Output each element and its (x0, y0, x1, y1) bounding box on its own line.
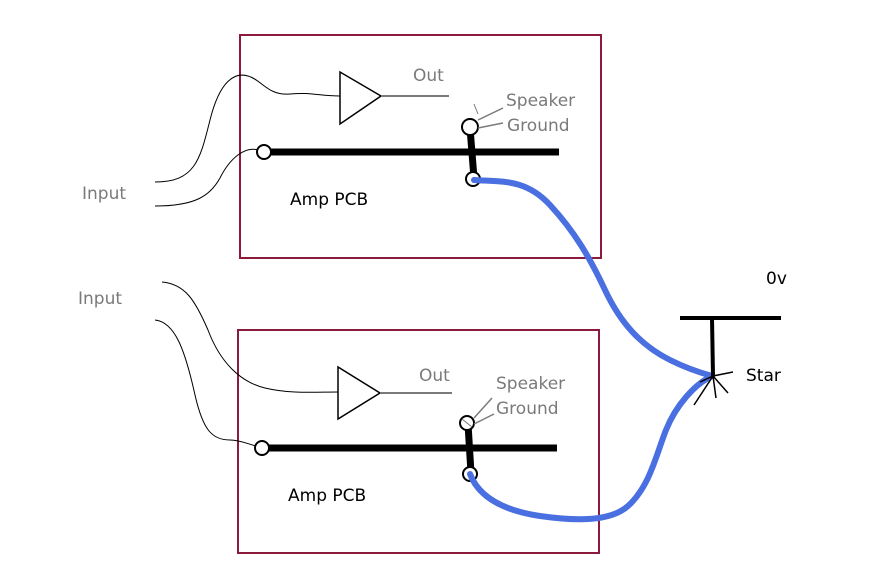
star-label: Star (746, 366, 781, 386)
amp-top-out-label: Out (413, 66, 444, 86)
amp-bottom-speaker-pointer (473, 397, 493, 419)
amp-top-ground-pointer (477, 122, 504, 129)
amp-bottom-input-wire-ground (154, 319, 257, 447)
amp-top-tick (473, 103, 479, 115)
ground-wire-bottom-to-star (467, 373, 715, 523)
amp-bottom-amplifier-symbol (337, 365, 382, 421)
amp-top-input-label: Input (82, 184, 126, 204)
amp-bottom-ground-link (464, 423, 475, 474)
amp-top-input-ground-terminal (256, 144, 272, 160)
amp-bottom-ground-label: Ground (496, 399, 559, 419)
star-post (710, 317, 715, 377)
amp-top-speaker-ground-terminal (461, 118, 479, 136)
amp-bottom-speaker-label: Speaker (496, 374, 565, 394)
amp-bottom-pcb-outline (237, 329, 600, 554)
amp-top-input-wire-ground (154, 148, 259, 207)
amp-bottom-tick (461, 418, 473, 428)
amp-bottom-pcb-label: Amp PCB (288, 486, 366, 506)
amp-bottom-input-wire-signal (161, 281, 339, 393)
amp-bottom-input-ground-terminal (254, 440, 270, 456)
star-point (693, 371, 734, 406)
star-ground: Star 0v (467, 177, 787, 523)
zero-volt-label: 0v (766, 269, 787, 289)
amp-top-pcb-outline (239, 34, 602, 259)
amp-bottom-out-label: Out (419, 366, 450, 386)
amp-top-ground-link (466, 127, 478, 179)
amp-top-speaker-label: Speaker (506, 91, 575, 111)
amp-bottom-input-label: Input (78, 289, 122, 309)
ground-wire-top-to-star (471, 177, 715, 379)
amp-top: Input Out Speaker Ground Amp PCB (82, 34, 602, 259)
amp-top-pcb-label: Amp PCB (290, 190, 368, 210)
amp-top-input-wire-signal (154, 74, 341, 183)
amp-bottom: Input Out Speaker Ground Amp PCB (78, 281, 600, 554)
amp-top-speaker-pointer (477, 107, 504, 121)
amp-top-ground-label: Ground (507, 116, 570, 136)
amp-top-amplifier-symbol (339, 70, 383, 126)
amp-bottom-ground-pointer (473, 413, 495, 425)
